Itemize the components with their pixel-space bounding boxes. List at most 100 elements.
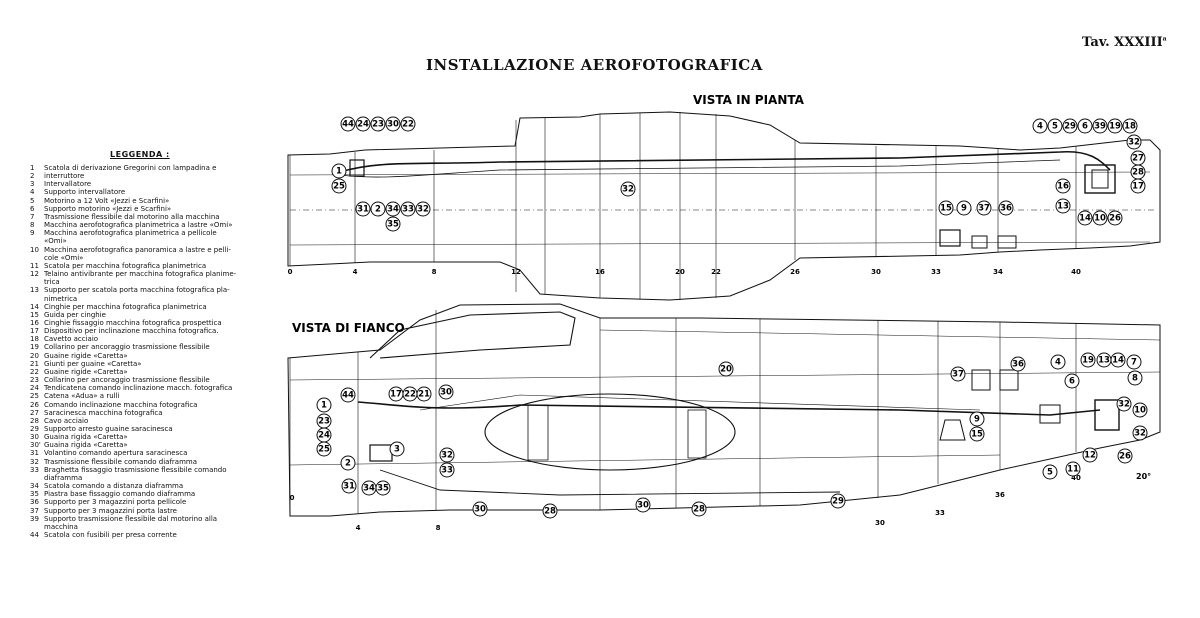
side-callout: 28 (542, 503, 558, 519)
plan-callout: 27 (1130, 150, 1146, 166)
legend-item-text: Telaino antivibrante per macchina fotogr… (44, 270, 237, 287)
side-callout-number: 36 (1012, 360, 1024, 370)
side-callout-circle (1132, 425, 1148, 441)
side-intervallometer (369, 444, 393, 462)
side-callout: 22 (402, 386, 418, 402)
side-callout-circle (969, 426, 985, 442)
plan-callout-number: 4 (1037, 122, 1043, 132)
plan-callout-number: 44 (342, 120, 354, 130)
side-callout-number: 28 (693, 505, 705, 515)
side-callout: 37 (950, 366, 966, 382)
side-callout-number: 23 (318, 417, 330, 427)
legend-item-number: 39 (30, 514, 39, 523)
legend-item-number: 5 (30, 196, 35, 205)
plan-callout-circle (370, 116, 386, 132)
side-callout-number: 26 (1119, 452, 1131, 462)
side-callout: 44 (340, 387, 356, 403)
legend-item: 12 Telaino antivibrante per macchina foto… (30, 270, 285, 286)
legend-item-number: 25 (30, 392, 39, 401)
plan-callout-circle (1107, 118, 1123, 134)
legend-item-text: Comando inclinazione macchina fotografic… (44, 400, 198, 409)
plan-frame-label: 26 (790, 268, 800, 276)
side-callout: 23 (316, 413, 332, 429)
legend-item-text: Tendicatena comando inclinazione macch. … (44, 384, 233, 393)
side-view (287, 303, 1161, 517)
legend-item-text: Intervallatore (44, 180, 92, 189)
side-callout: 20 (718, 361, 734, 377)
legend-item-number: 36 (30, 498, 39, 507)
legend-item-number: 16 (30, 318, 39, 327)
side-callout: 13 (1096, 352, 1112, 368)
side-callout: 6 (1064, 373, 1080, 389)
plan-callout-number: 27 (1132, 154, 1144, 164)
side-callout: 32 (1116, 396, 1132, 412)
legend-item-number: 12 (30, 270, 39, 279)
side-magazine-36 (999, 369, 1019, 391)
legend-item-number: 11 (30, 261, 39, 270)
plan-callout: 13 (1055, 198, 1071, 214)
plan-callout-circle (1047, 118, 1063, 134)
plan-callout-number: 36 (1000, 204, 1012, 214)
plan-callout-circle (385, 116, 401, 132)
plan-callout-circle (956, 200, 972, 216)
legend-item: 3 Intervallatore (30, 180, 285, 188)
plan-callout-circle (355, 201, 371, 217)
legend-item-number: 44 (30, 531, 39, 540)
side-callout-number: 4 (1055, 358, 1061, 368)
side-angle-annotation: 20° (1136, 472, 1151, 481)
side-frames (289, 310, 1077, 516)
legend-item-number: 37 (30, 506, 39, 515)
plan-callout: 5 (1047, 118, 1063, 134)
legend-item-number: 7 (30, 212, 35, 221)
side-wing-cutout (484, 393, 736, 471)
side-callout-circle (438, 384, 454, 400)
side-callout-circle (439, 462, 455, 478)
side-callout-circle (1042, 464, 1058, 480)
side-callout-circle (1117, 448, 1133, 464)
legend-item-number: 24 (30, 384, 39, 393)
legend-item-text: Giunti per guaine «Caretta» (44, 359, 142, 368)
plan-callout-number: 22 (402, 120, 414, 130)
plan-callout-circle (1062, 118, 1078, 134)
plan-frame-label: 20 (675, 268, 685, 276)
plan-callout: 16 (1055, 178, 1071, 194)
side-callout: 26 (1117, 448, 1133, 464)
plan-callout-circle (385, 216, 401, 232)
side-callout-circle (969, 411, 985, 427)
plan-callout: 10 (1092, 210, 1108, 226)
plan-frame-label: 12 (511, 268, 521, 276)
legend-item-number: 32 (30, 457, 39, 466)
plan-callout: 37 (976, 200, 992, 216)
legend-item-number: 3 (30, 180, 35, 189)
side-callout-number: 21 (418, 390, 430, 400)
plan-callout-number: 17 (1132, 182, 1144, 192)
plan-callout-number: 32 (622, 185, 634, 195)
plan-callout: 4 (1032, 118, 1048, 134)
plan-frame-label: 34 (993, 268, 1003, 276)
plan-callout: 24 (355, 116, 371, 132)
side-callout-circle (340, 455, 356, 471)
plan-callout-circle (976, 200, 992, 216)
side-frame-label: 36 (995, 491, 1005, 499)
side-callout-circle (691, 501, 707, 517)
side-callout-number: 44 (342, 391, 354, 401)
side-callout-circle (1127, 370, 1143, 386)
legend-item-number: 23 (30, 376, 39, 385)
side-callout: 34 (361, 480, 377, 496)
plan-callout: 30 (385, 116, 401, 132)
side-callout-number: 20 (720, 365, 732, 375)
side-callout-circle (1050, 354, 1066, 370)
plan-callout: 23 (370, 116, 386, 132)
